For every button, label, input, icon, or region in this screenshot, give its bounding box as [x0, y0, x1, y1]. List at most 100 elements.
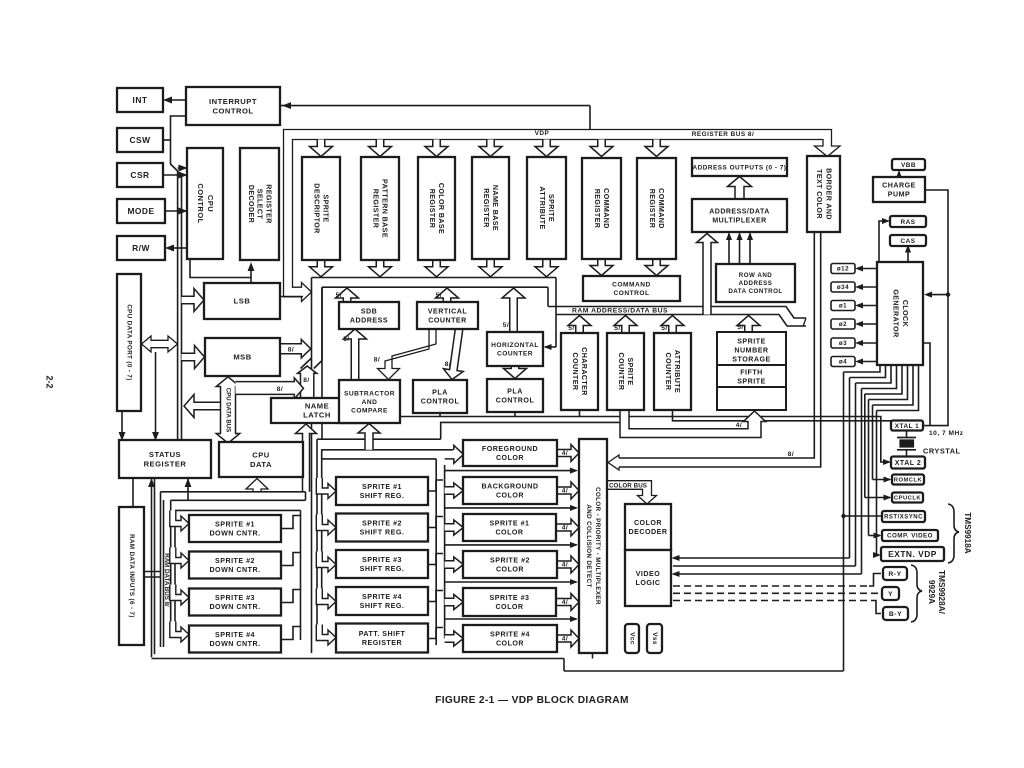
svg-text:INT: INT [133, 95, 148, 105]
svg-text:PLA: PLA [507, 388, 523, 396]
svg-text:CHARACTER: CHARACTER [580, 347, 588, 396]
svg-text:DATA CONTROL: DATA CONTROL [728, 288, 782, 295]
svg-text:5/: 5/ [503, 322, 510, 329]
svg-text:COUNTER: COUNTER [617, 353, 625, 391]
svg-text:SPRITE #4: SPRITE #4 [215, 631, 255, 639]
svg-text:LOGIC: LOGIC [636, 579, 661, 587]
svg-text:SPRITE #1: SPRITE #1 [490, 520, 530, 528]
svg-text:8/: 8/ [303, 377, 310, 384]
svg-text:MULTIPLEXER: MULTIPLEXER [712, 218, 766, 225]
svg-text:INTERRUPT: INTERRUPT [209, 97, 257, 106]
svg-text:ø2: ø2 [839, 321, 847, 328]
svg-text:4/: 4/ [562, 525, 569, 532]
svg-text:SPRITE #1: SPRITE #1 [362, 483, 402, 491]
svg-text:CONTROL: CONTROL [196, 183, 205, 223]
svg-text:SPRITE #3: SPRITE #3 [362, 556, 402, 564]
svg-text:ADDRESS/DATA: ADDRESS/DATA [709, 209, 770, 216]
svg-text:4/: 4/ [562, 488, 569, 495]
svg-text:B-Y: B-Y [889, 611, 902, 618]
svg-text:SUBTRACTOR: SUBTRACTOR [344, 390, 395, 397]
svg-text:COLOR: COLOR [496, 454, 524, 462]
svg-text:CONTROL: CONTROL [613, 290, 649, 297]
svg-text:CLOCK: CLOCK [901, 300, 909, 328]
svg-text:REGISTER: REGISTER [372, 189, 380, 228]
svg-text:RAM DATA INPUTS (6 - 7): RAM DATA INPUTS (6 - 7) [128, 534, 135, 618]
svg-text:BORDER AND: BORDER AND [824, 168, 832, 220]
svg-text:ø12: ø12 [837, 266, 849, 273]
svg-text:5/: 5/ [737, 324, 744, 331]
svg-text:PATT. SHIFT: PATT. SHIFT [359, 630, 406, 638]
svg-text:DOWN CNTR.: DOWN CNTR. [209, 566, 260, 574]
svg-text:COUNTER: COUNTER [664, 353, 672, 391]
svg-text:8/: 8/ [788, 451, 795, 458]
svg-text:ADDRESS: ADDRESS [350, 316, 388, 324]
svg-text:8/: 8/ [277, 386, 284, 393]
svg-text:SHIFT REG.: SHIFT REG. [360, 528, 405, 536]
svg-text:SPRITE #2: SPRITE #2 [490, 557, 530, 565]
svg-text:4/: 4/ [562, 562, 569, 569]
svg-text:COUNTER: COUNTER [497, 351, 533, 358]
svg-text:VDP: VDP [535, 130, 550, 137]
svg-text:CPU: CPU [252, 450, 270, 459]
svg-text:XTAL 1: XTAL 1 [895, 423, 919, 430]
svg-text:PUMP: PUMP [888, 190, 911, 198]
svg-text:REGISTER: REGISTER [264, 184, 272, 223]
svg-text:SPRITE: SPRITE [322, 194, 330, 222]
svg-text:GENERATOR: GENERATOR [891, 289, 899, 337]
svg-text:Vcc: Vcc [628, 632, 635, 645]
svg-text:ADDRESS OUTPUTS (0 - 7): ADDRESS OUTPUTS (0 - 7) [693, 164, 787, 171]
svg-text:5/: 5/ [568, 325, 575, 332]
svg-text:PATTERN BASE: PATTERN BASE [381, 179, 389, 238]
svg-text:5/: 5/ [661, 325, 668, 332]
svg-text:SDB: SDB [361, 308, 377, 316]
svg-text:ATTRIBUTE: ATTRIBUTE [538, 186, 546, 229]
svg-text:COLOR BASE: COLOR BASE [437, 183, 445, 234]
svg-text:DECODER: DECODER [629, 528, 668, 536]
svg-text:REGISTER: REGISTER [482, 188, 490, 227]
svg-text:FIFTH: FIFTH [740, 369, 763, 377]
svg-text:2-2: 2-2 [45, 375, 55, 388]
svg-text:COLOR: COLOR [496, 491, 524, 499]
svg-text:NUMBER: NUMBER [734, 347, 768, 355]
svg-text:DECODER: DECODER [247, 185, 255, 223]
svg-text:MODE: MODE [127, 206, 154, 216]
svg-text:ø4: ø4 [839, 359, 847, 366]
svg-text:SPRITE: SPRITE [737, 338, 766, 346]
svg-text:COLOR - PRIORITY - MULTIPLEXER: COLOR - PRIORITY - MULTIPLEXER [594, 487, 601, 605]
svg-text:BACKGROUND: BACKGROUND [481, 483, 538, 491]
svg-text:FIGURE 2-1 — VDP BLOCK DIAGRAM: FIGURE 2-1 — VDP BLOCK DIAGRAM [435, 695, 629, 706]
svg-text:ROMCLK: ROMCLK [894, 478, 923, 484]
svg-text:ø3: ø3 [839, 340, 847, 347]
svg-text:SPRITE #3: SPRITE #3 [490, 594, 530, 602]
svg-text:9929A: 9929A [927, 580, 936, 604]
svg-text:REGISTER BUS 8/: REGISTER BUS 8/ [692, 131, 755, 138]
svg-text:RST/XSYNC: RST/XSYNC [884, 515, 923, 521]
svg-text:COLOR: COLOR [496, 565, 524, 573]
svg-text:SPRITE #2: SPRITE #2 [362, 520, 402, 528]
svg-text:CRYSTAL: CRYSTAL [923, 447, 961, 456]
svg-text:CPU DATA BUS: CPU DATA BUS [224, 388, 230, 432]
svg-text:COLOR: COLOR [495, 603, 523, 611]
svg-text:SPRITE #4: SPRITE #4 [490, 631, 530, 639]
svg-text:5/: 5/ [436, 292, 443, 299]
svg-text:LSB: LSB [234, 297, 251, 306]
svg-text:4/: 4/ [562, 450, 569, 457]
svg-text:EXTN. VDP: EXTN. VDP [888, 549, 937, 559]
svg-text:COLOR: COLOR [495, 528, 523, 536]
svg-text:5/: 5/ [614, 325, 621, 332]
svg-text:Y: Y [888, 591, 893, 598]
svg-text:ADDRESS: ADDRESS [739, 280, 773, 287]
svg-text:ø1: ø1 [839, 303, 847, 310]
svg-text:REGISTER: REGISTER [593, 189, 601, 228]
svg-text:RAM ADDRESS/DATA BUS: RAM ADDRESS/DATA BUS [572, 308, 668, 315]
svg-text:ATTRIBUTE: ATTRIBUTE [673, 350, 681, 393]
svg-text:TMS9918A: TMS9918A [963, 512, 972, 553]
svg-text:REGISTER: REGISTER [428, 189, 436, 228]
svg-text:CAS: CAS [901, 238, 916, 245]
svg-text:CSR: CSR [130, 170, 149, 180]
svg-text:COLOR BUS: COLOR BUS [609, 483, 647, 490]
svg-text:STATUS: STATUS [149, 450, 181, 459]
svg-text:TMS9928A/: TMS9928A/ [937, 570, 946, 614]
svg-text:SPRITE: SPRITE [626, 357, 634, 385]
svg-text:SHIFT REG.: SHIFT REG. [360, 565, 405, 573]
